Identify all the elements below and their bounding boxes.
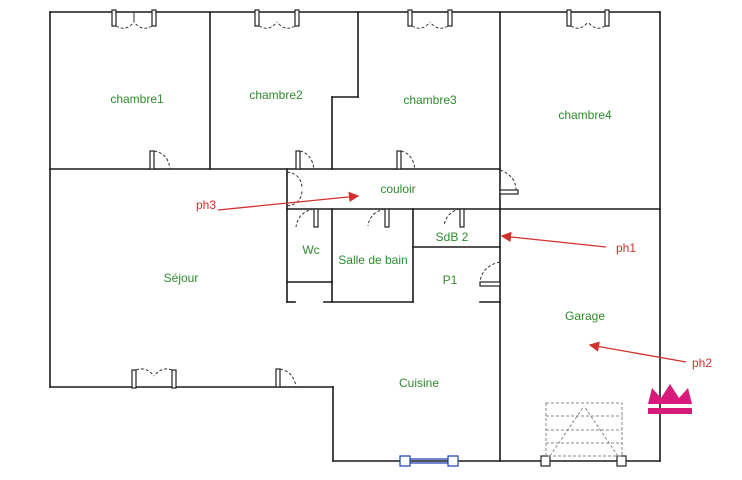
sejour-french-window bbox=[131, 368, 177, 389]
ph2-arrow bbox=[588, 341, 687, 363]
room-label-sejour: Séjour bbox=[164, 271, 199, 285]
photo-annotations: ph3 ph1 ph2 bbox=[196, 191, 712, 370]
room-label-chambre2: chambre2 bbox=[249, 88, 303, 102]
room-label-sdb2: SdB 2 bbox=[436, 230, 469, 244]
room-labels: chambre1 chambre2 chambre3 chambre4 coul… bbox=[110, 88, 612, 390]
interior-walls bbox=[49, 11, 661, 462]
room-label-salle-de-bain: Salle de bain bbox=[338, 253, 407, 267]
room-label-cuisine: Cuisine bbox=[399, 376, 439, 390]
french-window-chambre2 bbox=[254, 9, 300, 29]
room-label-wc: Wc bbox=[302, 243, 319, 257]
top-french-windows bbox=[111, 9, 610, 29]
ph1-label: ph1 bbox=[616, 241, 636, 255]
french-window-chambre3 bbox=[407, 9, 453, 29]
room-label-garage: Garage bbox=[565, 309, 605, 323]
ph2-label: ph2 bbox=[692, 356, 712, 370]
crown-icon bbox=[648, 384, 692, 414]
interior-doors bbox=[149, 150, 519, 388]
cuisine-window bbox=[399, 455, 459, 467]
french-window-chambre4 bbox=[566, 9, 610, 29]
ph3-arrow bbox=[217, 191, 360, 211]
room-label-chambre1: chambre1 bbox=[110, 92, 164, 106]
room-label-chambre3: chambre3 bbox=[403, 93, 457, 107]
french-window-chambre1 bbox=[111, 9, 157, 29]
room-label-p1: P1 bbox=[443, 273, 458, 287]
room-label-chambre4: chambre4 bbox=[558, 108, 612, 122]
room-label-couloir: couloir bbox=[380, 182, 415, 196]
ph3-label: ph3 bbox=[196, 198, 216, 212]
ph1-arrow bbox=[500, 231, 607, 248]
garage-door bbox=[540, 402, 627, 467]
exterior-walls bbox=[49, 11, 661, 462]
